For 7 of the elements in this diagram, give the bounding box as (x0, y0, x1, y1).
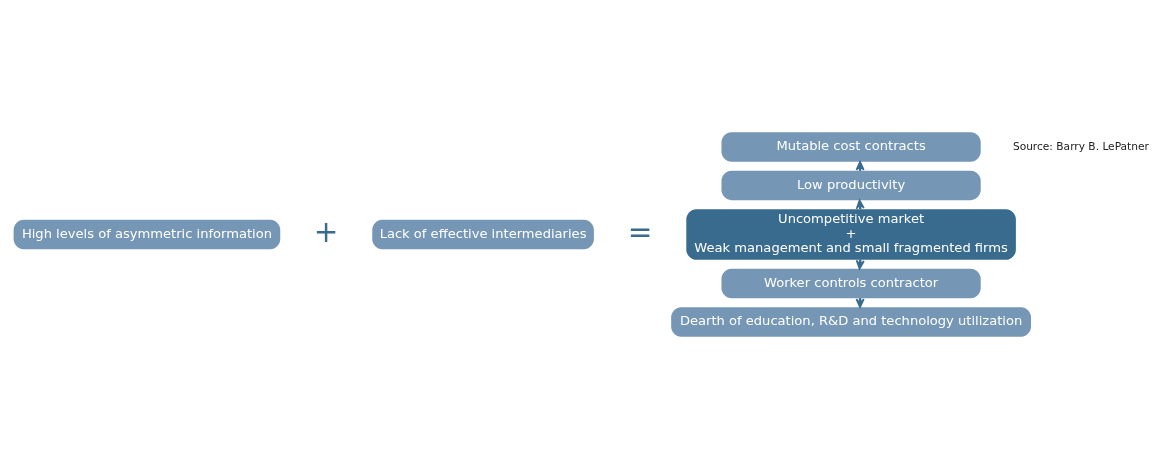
label: + (313, 214, 339, 249)
label: = (627, 214, 653, 249)
node-box: Lack of effective intermediaries (372, 219, 594, 250)
label: Source: Barry B. LePatner (1012, 139, 1149, 153)
node-box: Mutable cost contracts (721, 132, 981, 162)
node-box: Dearth of education, R&D and technology utilization (671, 307, 1031, 337)
node-box: High levels of asymmetric information (13, 219, 281, 250)
